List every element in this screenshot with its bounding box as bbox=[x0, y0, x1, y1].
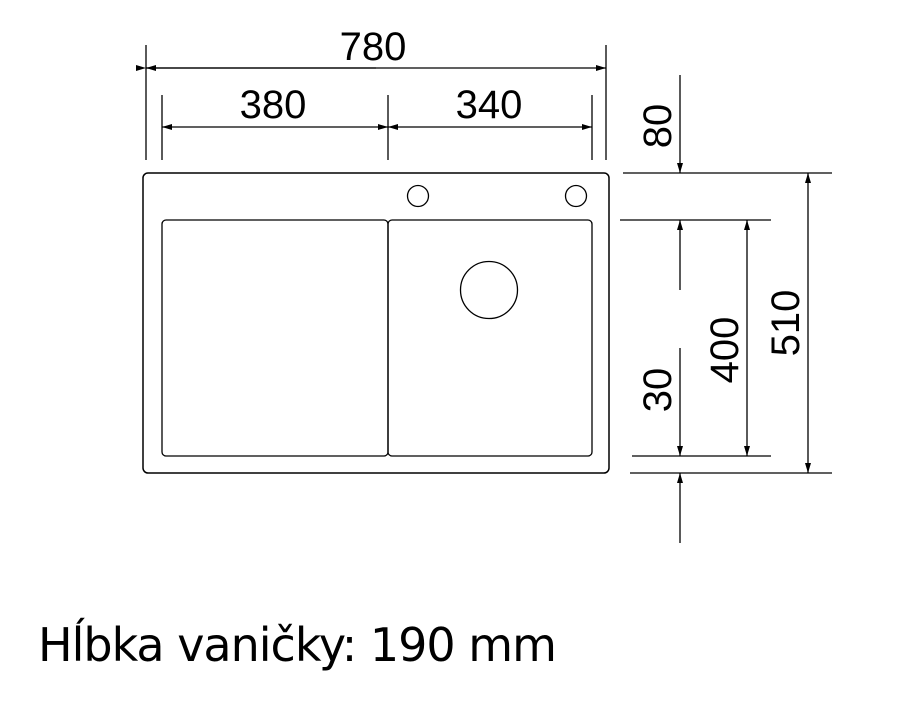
dim-bottom-offset: 30 bbox=[636, 368, 680, 413]
dim-total-width: 780 bbox=[340, 25, 407, 69]
dim-total-depth: 510 bbox=[764, 290, 808, 357]
tap-hole-left bbox=[406, 184, 430, 208]
sink-outline bbox=[142, 172, 610, 474]
drain-hole bbox=[459, 260, 519, 320]
right-bowl bbox=[387, 219, 593, 457]
bowl-depth-caption: Hĺbka vaničky: 190 mm bbox=[38, 618, 557, 672]
tap-hole-right bbox=[564, 184, 588, 208]
left-drainboard-area bbox=[161, 219, 389, 457]
dim-right-width: 340 bbox=[456, 83, 523, 127]
dim-top-offset: 80 bbox=[636, 104, 680, 149]
dim-left-width: 380 bbox=[240, 83, 307, 127]
dim-bowl-depth: 400 bbox=[703, 317, 747, 384]
